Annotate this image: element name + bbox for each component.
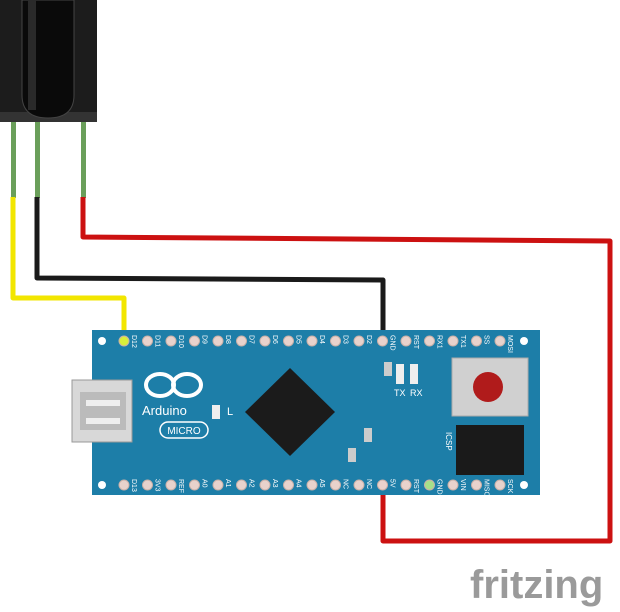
pin-label: D10 [177, 335, 184, 348]
pin-top-tx1[interactable] [447, 335, 459, 347]
pin-bottom-ref[interactable] [165, 479, 177, 491]
pin-label: MOSI [506, 335, 513, 353]
wire-yellow[interactable] [10, 197, 127, 341]
pin-label: A1 [224, 479, 231, 488]
pin-label: MISO [483, 479, 490, 497]
ir-receiver [0, 0, 97, 198]
pin-bottom-a0[interactable] [189, 479, 200, 491]
pin-bottom-nc[interactable] [353, 479, 365, 491]
pin-bottom-d13[interactable] [118, 479, 130, 491]
pin-bottom-a5[interactable] [306, 479, 318, 491]
wire-black[interactable] [34, 197, 386, 341]
pin-label: D13 [130, 479, 137, 492]
led-label: L [227, 406, 233, 418]
pin-label: D4 [318, 335, 325, 344]
pin-top-d12[interactable] [118, 335, 130, 347]
pin-label: A3 [271, 479, 278, 488]
pin-label: RST [412, 335, 419, 350]
pin-bottom-miso[interactable] [471, 479, 482, 491]
icsp-label: ICSP [444, 432, 453, 451]
arduino-micro-board: Arduino L MICRO TX RX ICSP D12 D11 D10 D9 D8… [71, 330, 540, 497]
pin-bottom-sck[interactable] [494, 479, 506, 491]
pin-top-gnd[interactable] [377, 335, 388, 347]
pin-top-rx1[interactable] [424, 335, 435, 347]
pin-label: NC [342, 479, 349, 489]
pin-label: A2 [248, 479, 255, 488]
pin-label: D6 [271, 335, 278, 344]
pin-bottom-a4[interactable] [283, 479, 294, 491]
pin-label: RST [412, 479, 419, 494]
pin-label: RX1 [436, 335, 443, 349]
pin-label: D2 [365, 335, 372, 344]
pin-bottom-rst[interactable] [400, 479, 412, 491]
pin-label: GND [436, 479, 443, 495]
pin-top-rst[interactable] [400, 335, 412, 347]
pin-top-d9[interactable] [189, 335, 200, 347]
pin-top-ss[interactable] [471, 335, 482, 347]
pin-top-d3[interactable] [330, 335, 341, 347]
pin-bottom-a2[interactable] [236, 479, 247, 491]
pin-label: D5 [295, 335, 302, 344]
board-model: MICRO [167, 426, 201, 437]
pin-label: D12 [130, 335, 137, 348]
pin-label: D9 [201, 335, 208, 344]
pin-bottom-nc[interactable] [330, 479, 341, 491]
pin-bottom-a1[interactable] [212, 479, 224, 491]
wire-red[interactable] [80, 197, 613, 544]
pin-label: 5V [389, 479, 396, 488]
pin-top-d7[interactable] [236, 335, 247, 347]
pin-label: VIN [459, 479, 466, 491]
pin-label: TX1 [459, 335, 466, 348]
arduino-logo [144, 372, 203, 398]
pin-label: A5 [318, 479, 325, 488]
pin-label: D8 [224, 335, 231, 344]
pin-label: 3V3 [154, 479, 161, 492]
pin-label: D11 [154, 335, 161, 347]
pin-label: SS [483, 335, 490, 345]
pin-top-d10[interactable] [165, 335, 177, 347]
pin-top-d6[interactable] [259, 335, 271, 347]
pin-bottom-a3[interactable] [259, 479, 271, 491]
pin-bottom-gnd[interactable] [424, 479, 435, 491]
pin-top-mosi[interactable] [494, 335, 506, 347]
pin-top-d2[interactable] [353, 335, 365, 347]
fritzing-watermark: fritzing [470, 563, 603, 607]
pin-top-d4[interactable] [306, 335, 318, 347]
pin-label: D3 [342, 335, 349, 344]
pin-top-d11[interactable] [142, 335, 153, 347]
pin-label: A0 [201, 479, 208, 488]
pin-bottom-vin[interactable] [447, 479, 459, 491]
pin-label: REF [177, 479, 184, 493]
pin-top-d8[interactable] [212, 335, 224, 347]
pin-bottom-3v3[interactable] [142, 479, 153, 491]
tx-label: TX [394, 388, 406, 398]
pin-bottom-5v[interactable] [377, 479, 388, 491]
pin-top-d5[interactable] [283, 335, 294, 347]
pin-label: SCK [506, 479, 513, 494]
pin-label: D7 [248, 335, 255, 344]
pin-label: GND [389, 335, 396, 351]
board-brand: Arduino [142, 403, 187, 418]
rx-label: RX [410, 388, 423, 398]
pin-label: A4 [295, 479, 302, 488]
pin-label: NC [365, 479, 372, 489]
